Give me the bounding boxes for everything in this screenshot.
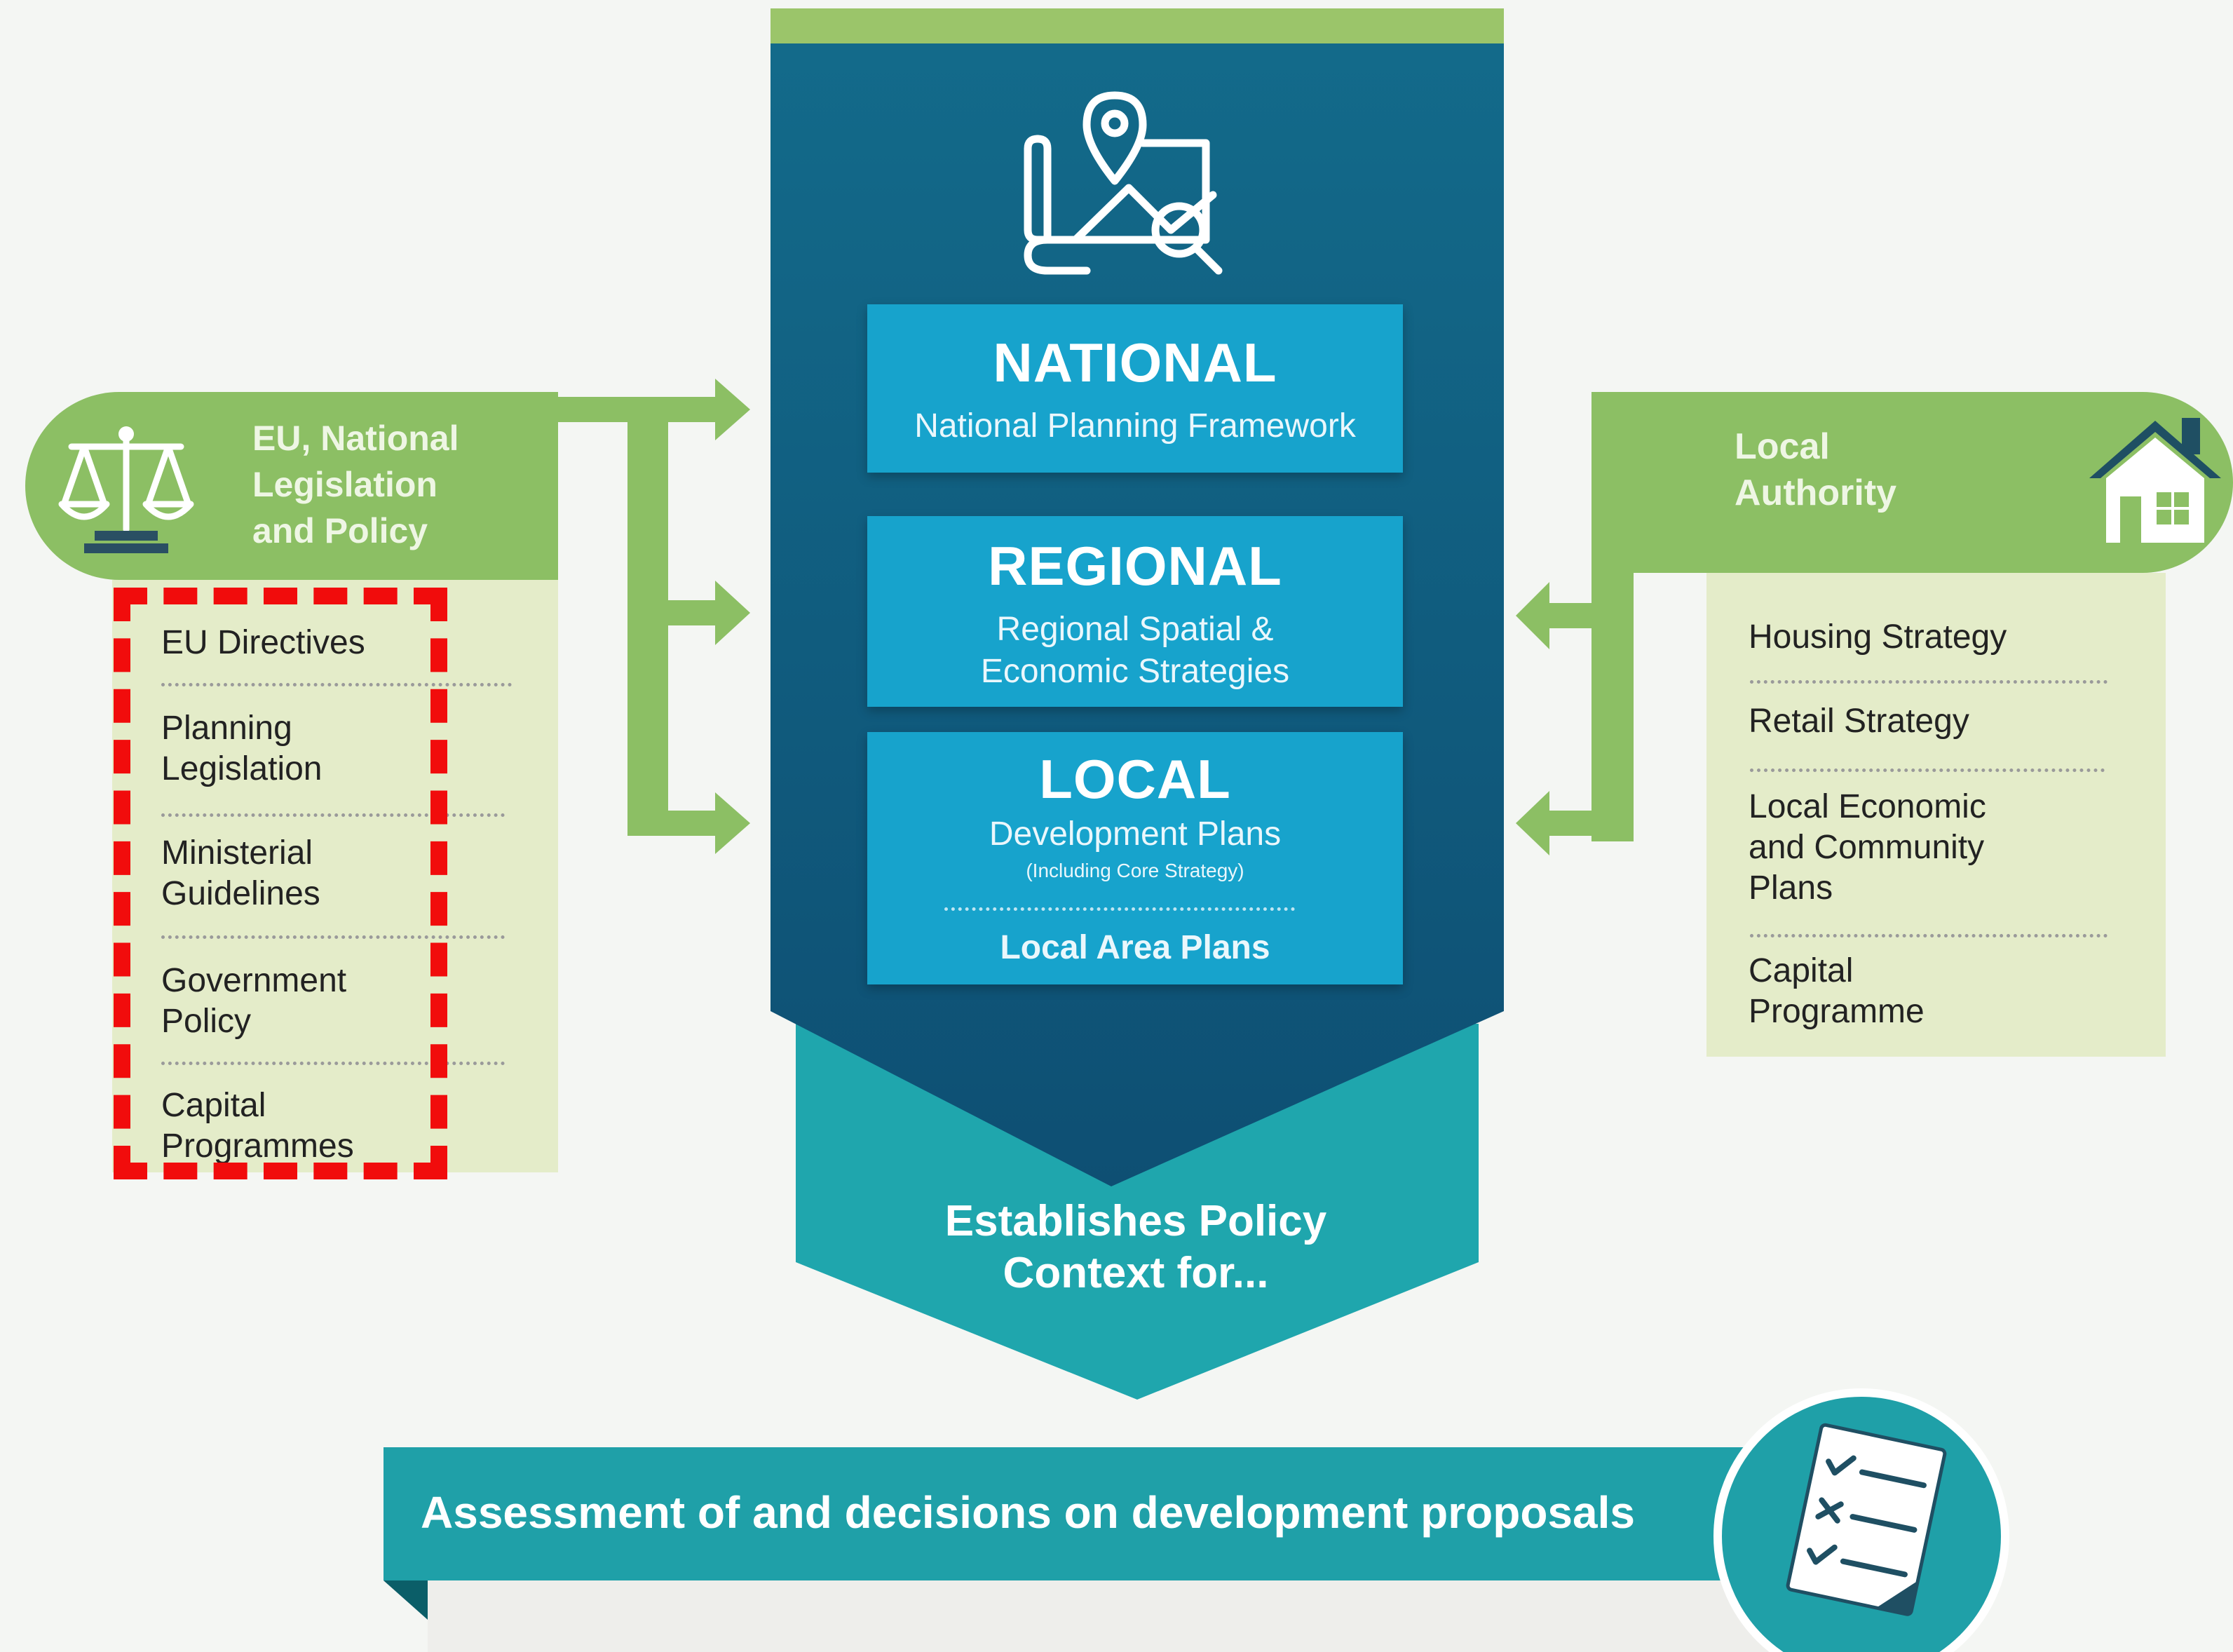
right-divider — [1750, 769, 2105, 772]
right-header-title: Local Authority — [1735, 426, 1897, 513]
left-item-ministerial-guidelines: Ministerial Guidelines — [161, 834, 320, 912]
local-note: (Including Core Strategy) — [1026, 860, 1244, 881]
right-item-retail-strategy: Retail Strategy — [1749, 703, 1969, 740]
highlight-box — [114, 588, 447, 1179]
local-subtitle: Development Plans — [989, 815, 1282, 853]
local-title: LOCAL — [1039, 748, 1231, 810]
right-item-capital-programme: Capital Programme — [1749, 952, 1925, 1030]
right-item-housing-strategy: Housing Strategy — [1749, 618, 2007, 656]
local-area-plans: Local Area Plans — [1000, 929, 1270, 966]
right-arrow-mid-head — [1516, 582, 1549, 649]
left-items-panel — [112, 580, 558, 1172]
local-level-box: LOCAL Development Plans (Including Core … — [867, 732, 1403, 984]
right-divider — [1750, 934, 2108, 937]
right-arrow-mid-shaft — [1549, 603, 1591, 628]
right-arrow-low-shaft — [1549, 811, 1591, 836]
left-divider — [161, 813, 505, 817]
left-arrow-top-head — [715, 379, 750, 440]
left-arrow-mid-shaft — [668, 600, 715, 625]
right-items-panel — [1706, 573, 2166, 1057]
left-divider — [161, 1062, 505, 1065]
establishes-text: Establishes Policy Context for... — [944, 1197, 1327, 1297]
left-item-eu-directives: EU Directives — [161, 624, 365, 661]
left-divider — [161, 935, 505, 939]
left-connector-trunk — [627, 397, 668, 836]
left-item-capital-programmes: Capital Programmes — [161, 1087, 354, 1165]
bottom-banner-text: Assessment of and decisions on developme… — [421, 1487, 1635, 1538]
checklist-icon — [1713, 1388, 2009, 1652]
house-icon — [2089, 418, 2221, 543]
regional-subtitle: Regional Spatial & Economic Strategies — [980, 611, 1290, 690]
regional-level-box: REGIONAL Regional Spatial & Economic Str… — [867, 516, 1403, 707]
left-divider — [161, 683, 512, 686]
map-pin-search-icon — [1024, 91, 1223, 275]
bottom-banner-fold — [384, 1580, 428, 1620]
right-arrow-low-head — [1516, 791, 1549, 855]
establishes-chevron — [796, 1024, 1479, 1400]
bottom-shelf — [428, 1580, 1788, 1652]
left-header-title: EU, National Legislation and Policy — [252, 419, 459, 550]
right-item-local-economic-community-plans: Local Economic and Community Plans — [1749, 788, 1986, 907]
scales-icon — [58, 426, 194, 553]
left-arrow-low-head — [715, 792, 750, 854]
left-arrow-mid-head — [715, 581, 750, 645]
local-divider — [944, 907, 1295, 911]
bottom-banner — [384, 1447, 1786, 1580]
left-item-government-policy: Government Policy — [161, 962, 347, 1040]
right-divider — [1750, 680, 2108, 684]
left-item-planning-legislation: Planning Legislation — [161, 710, 323, 787]
national-title: NATIONAL — [993, 332, 1277, 393]
regional-title: REGIONAL — [988, 535, 1282, 597]
national-subtitle: National Planning Framework — [914, 407, 1356, 445]
national-level-box: NATIONAL National Planning Framework — [867, 304, 1403, 473]
left-arrow-low-shaft — [668, 811, 715, 836]
